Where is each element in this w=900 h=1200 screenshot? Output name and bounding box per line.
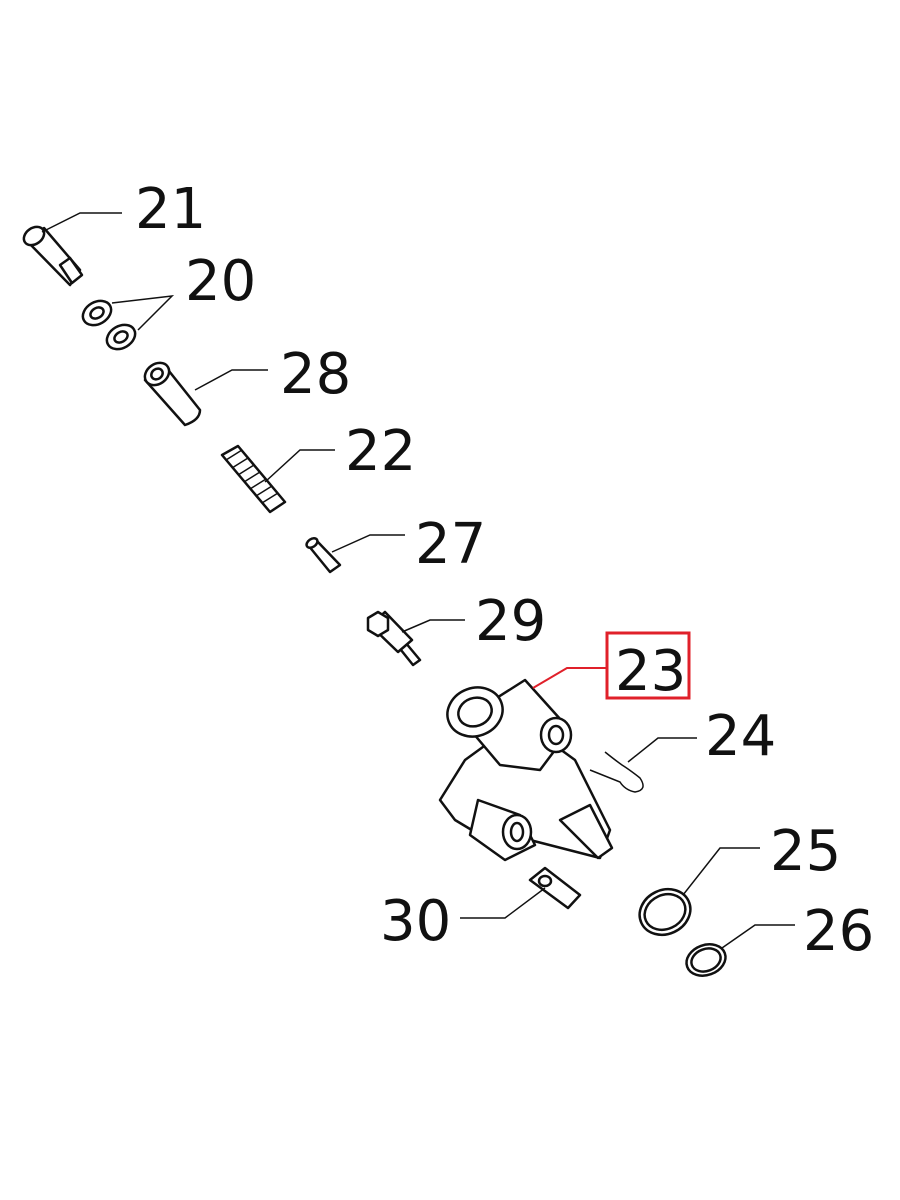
- leader-22: [264, 449, 335, 483]
- part-22-spring: [220, 444, 335, 514]
- callout-label-27: 27: [415, 512, 486, 577]
- callout-label-30: 30: [380, 889, 451, 954]
- part-27-pin: [305, 534, 405, 574]
- leader-30: [460, 887, 546, 919]
- part-30-nut: [460, 866, 582, 919]
- leader-27: [331, 534, 405, 553]
- part-21-pin: [22, 212, 122, 287]
- part-28-sleeve: [143, 361, 268, 427]
- callout-label-20: 20: [185, 249, 256, 314]
- callout-label-23: 23: [615, 639, 686, 704]
- callout-label-21: 21: [135, 177, 206, 242]
- leader-24: [627, 737, 697, 763]
- highlight-box-23: [605, 631, 691, 700]
- part-25-o-ring: [638, 847, 760, 937]
- callout-label-28: 28: [280, 342, 351, 407]
- part-29-valve: [366, 610, 465, 667]
- leader-25: [682, 847, 760, 896]
- callout-label-29: 29: [475, 589, 546, 654]
- callout-label-24: 24: [705, 704, 776, 769]
- leader-26: [721, 924, 795, 949]
- part-24-clip: [589, 737, 697, 793]
- leader-23: [532, 667, 607, 689]
- leader-28: [194, 369, 268, 391]
- leader-29: [401, 619, 465, 633]
- leader-21: [41, 212, 122, 233]
- part-20-washers: [81, 295, 175, 351]
- callout-label-25: 25: [770, 819, 841, 884]
- callout-label-22: 22: [345, 419, 416, 484]
- part-23-pump-head: [438, 667, 614, 862]
- callout-label-26: 26: [803, 899, 874, 964]
- part-26-o-ring: [685, 924, 795, 977]
- leader-20: [111, 295, 175, 331]
